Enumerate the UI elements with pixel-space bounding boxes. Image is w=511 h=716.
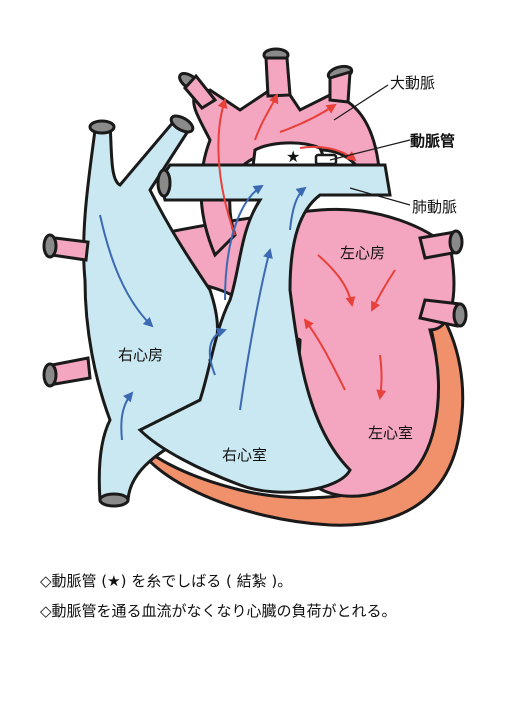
right-pulmonary-vein-lower xyxy=(50,356,92,386)
label-pulmonary-artery: 肺動脈 xyxy=(412,198,457,216)
red-arrow-lv-2 xyxy=(376,354,387,400)
label-ductus: 動脈管 xyxy=(410,132,455,150)
ivc-cap xyxy=(98,492,130,508)
pulmonary-vein-upper-cap xyxy=(448,229,464,255)
blue-arrow-ra xyxy=(208,327,227,376)
blue-arrow-rv-1 xyxy=(239,248,273,411)
blue-arrow-svc xyxy=(99,214,154,328)
pulmonary-vein-lower-cap xyxy=(452,302,468,328)
blue-arrow-ivc xyxy=(120,391,134,441)
label-aorta: 大動脈 xyxy=(390,74,435,92)
label-left-ventricle: 左心室 xyxy=(368,424,413,442)
note-load-relief: ◇動脈管を通る血流がなくなり心臓の負荷がとれる。 xyxy=(40,602,397,620)
label-right-ventricle: 右心室 xyxy=(222,446,267,464)
right-pulmonary-vein-upper-cap xyxy=(42,233,58,259)
red-arrow-aorta-2 xyxy=(254,93,279,141)
leader-ductus xyxy=(329,139,411,161)
red-arrow-lv-1 xyxy=(303,318,346,391)
aorta-branch-left xyxy=(182,73,218,110)
right-ventricle xyxy=(137,163,392,494)
red-arrow-la-2 xyxy=(371,269,396,312)
red-arrow-aorta-1 xyxy=(217,98,236,236)
red-arrow-la-1 xyxy=(317,254,356,307)
blue-arrow-rv-2 xyxy=(224,184,264,301)
right-pulmonary-vein-lower-cap xyxy=(42,362,58,388)
leader-pa xyxy=(349,187,411,206)
note-ligation: ◇動脈管 (★) を糸でしばる ( 結紮 )。 xyxy=(40,572,293,590)
pulmonary-trunk-left-cap xyxy=(156,168,172,198)
red-arrow-aorta-3 xyxy=(279,103,337,133)
aorta-branch-right xyxy=(328,69,352,104)
svc-cap-right xyxy=(169,114,195,134)
aorta-branch-mid xyxy=(264,56,292,98)
label-left-atrium: 左心房 xyxy=(340,244,385,262)
leader-aorta xyxy=(333,84,389,121)
right-pulmonary-vein-upper xyxy=(50,236,90,262)
svc-cap-left xyxy=(88,119,116,135)
ductus-star: ★ xyxy=(286,147,300,166)
blue-arrow-pa xyxy=(289,186,307,231)
label-right-atrium: 右心房 xyxy=(118,346,163,364)
red-arrow-aorta-4 xyxy=(299,145,357,162)
